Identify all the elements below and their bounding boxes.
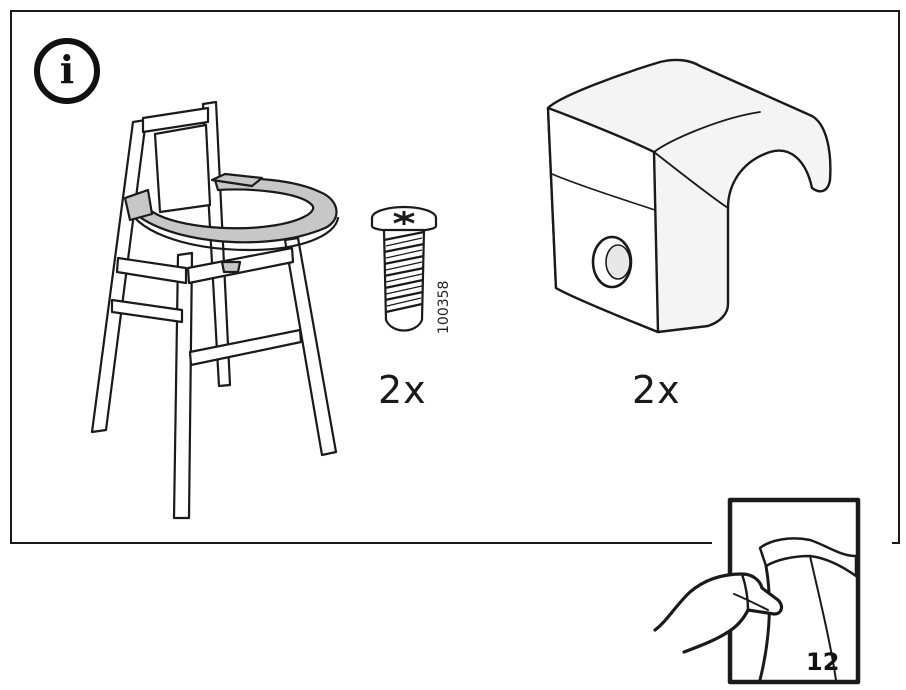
screw-quantity: 2x [378,368,427,412]
info-glyph: i [59,47,75,92]
bracket-quantity: 2x [632,368,681,412]
info-icon: i [34,38,100,104]
page-number: 12 [806,648,840,676]
